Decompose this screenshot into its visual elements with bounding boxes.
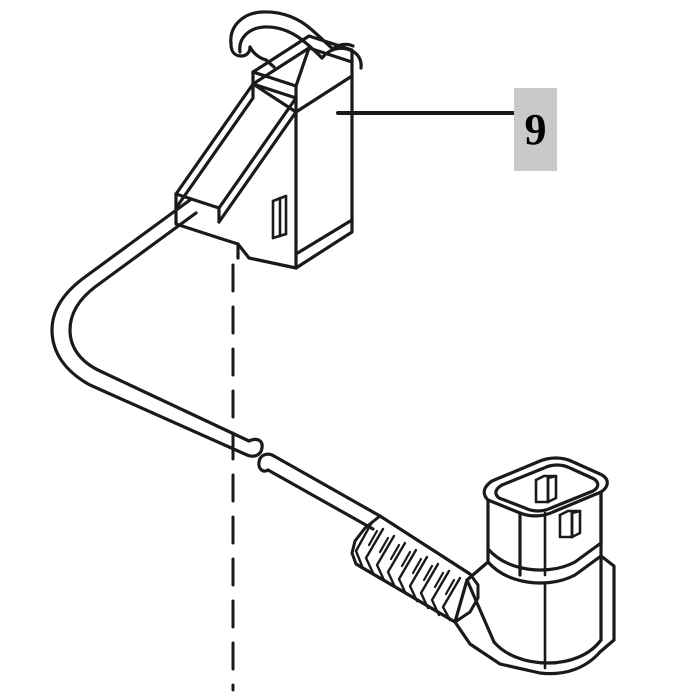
connector-body (174, 74, 354, 270)
pin-socket-right (558, 509, 582, 539)
right-angle-plug-body (453, 456, 616, 676)
cable-loop (50, 198, 264, 458)
pin-socket-left (534, 474, 558, 504)
callout-badge-9[interactable]: 9 (514, 88, 557, 171)
cable-lower-segment (257, 452, 382, 531)
vent-slot-icon (271, 194, 288, 240)
callout-number: 9 (524, 104, 547, 154)
